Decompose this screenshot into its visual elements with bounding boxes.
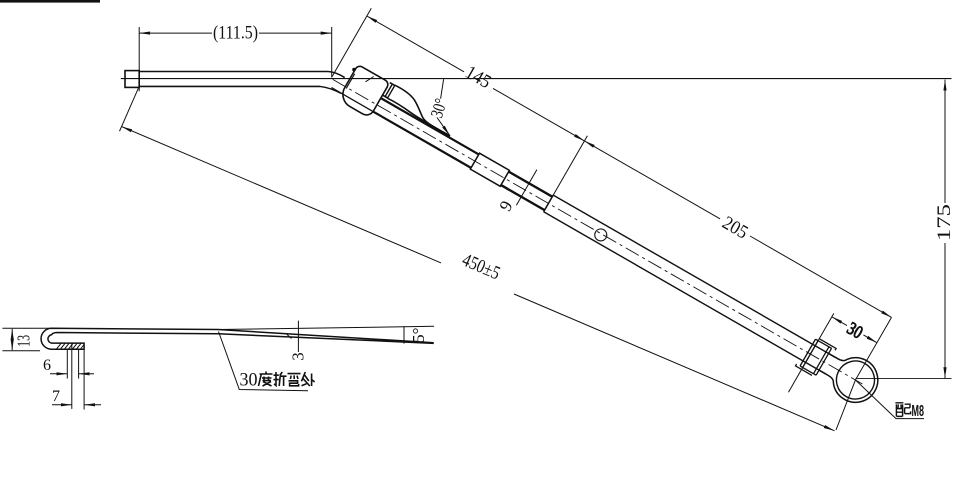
svg-text:(111.5): (111.5) xyxy=(213,22,258,43)
svg-text:6: 6 xyxy=(43,357,51,374)
svg-text:5°: 5° xyxy=(409,328,428,343)
svg-text:175: 175 xyxy=(934,204,955,241)
svg-text:3: 3 xyxy=(288,352,307,360)
svg-text:13: 13 xyxy=(14,335,34,347)
svg-text:30: 30 xyxy=(240,370,258,391)
svg-text:M8: M8 xyxy=(912,403,925,420)
svg-text:7: 7 xyxy=(52,388,60,405)
